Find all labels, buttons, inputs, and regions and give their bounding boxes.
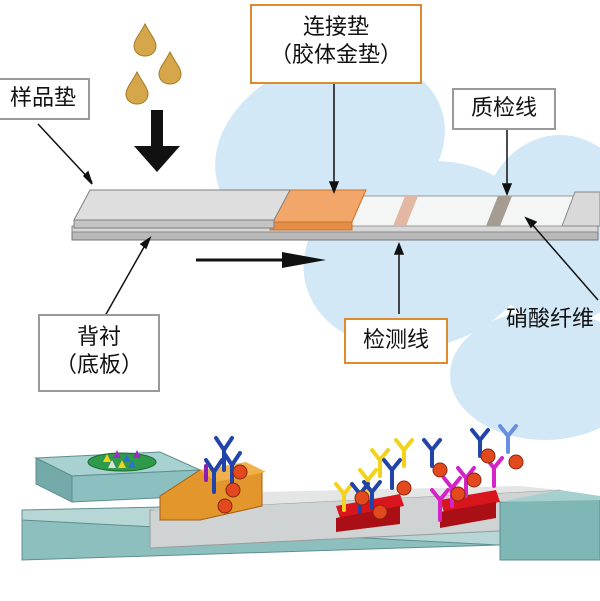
conjugate-antibodies (204, 436, 242, 494)
sample-pad (73, 189, 291, 221)
label-sample-pad: 样品垫 (0, 78, 90, 120)
label-control-line-text: 质检线 (470, 96, 537, 121)
arrowhead-icon (139, 236, 152, 250)
gold-particles-conjugate (217, 464, 248, 514)
label-sample-pad-text: 样品垫 (9, 86, 76, 111)
sample-drops (125, 22, 182, 105)
arrowhead-icon (328, 181, 340, 195)
pointer-lines (37, 84, 599, 317)
backing-strip (71, 231, 599, 241)
arrowhead-icon (501, 183, 513, 197)
bottom-control-line (440, 490, 500, 512)
label-nitrocellulose-text: 硝酸纤维 (506, 307, 595, 332)
gold-particles-control (432, 448, 524, 502)
pointer-nitrocellulose (529, 221, 599, 301)
pointer-sample-pad (37, 123, 93, 183)
sample-drop (133, 22, 157, 57)
label-nitrocellulose: 硝酸纤维 (506, 306, 600, 340)
arrowhead-icon (82, 170, 93, 185)
label-control-line: 质检线 (452, 88, 556, 130)
label-backing-line2: （底板） (54, 353, 143, 378)
label-test-line: 检测线 (344, 318, 448, 364)
label-test-line-text: 检测线 (362, 328, 429, 353)
sample-drop (125, 70, 149, 105)
bottom-control-line-side (440, 502, 496, 528)
label-conjugate-pad-line1: 连接垫 (302, 15, 369, 40)
label-conjugate-pad-line2: （胶体金垫） (269, 43, 402, 68)
pointer-backing (104, 239, 149, 317)
label-conjugate-pad: 连接垫 （胶体金垫） (250, 4, 422, 84)
arrowhead-icon (524, 216, 538, 229)
test-band (393, 196, 418, 226)
bottom-absorbent-pad (499, 497, 600, 561)
flow-arrow-icon (196, 252, 326, 268)
down-arrow-icon (134, 110, 180, 172)
gold-particles-test (354, 480, 412, 520)
control-band (486, 196, 512, 226)
absorbent-pad (561, 191, 600, 227)
highlight-ellipse-nc (450, 310, 600, 440)
label-backing-line1: 背衬 (76, 325, 121, 350)
arrowhead-icon (393, 241, 405, 255)
label-backing: 背衬 （底板） (38, 314, 160, 392)
conjugate-pad-edge (269, 221, 353, 231)
bottom-absorbent-top (500, 490, 600, 502)
sample-drop (158, 50, 182, 85)
antigen-triangles (103, 450, 141, 468)
sample-pad-edge (73, 219, 275, 229)
